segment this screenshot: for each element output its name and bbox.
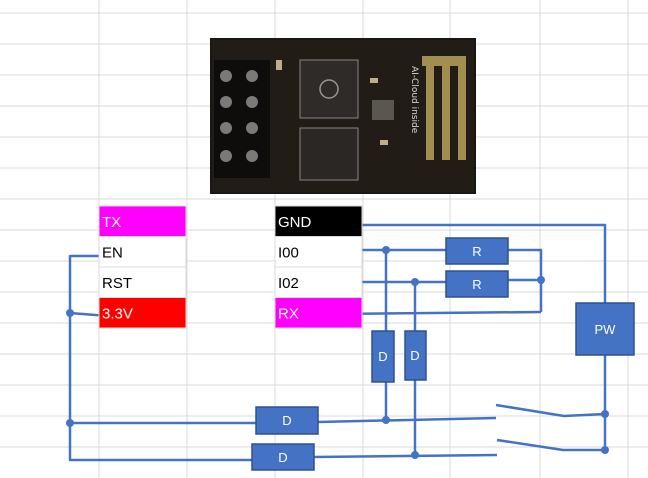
- smd-component: [370, 78, 378, 83]
- pin-label-rx: RX: [278, 306, 299, 323]
- pin-label-gnd: GND: [278, 214, 312, 231]
- diode-horizontal-1-label: D: [282, 413, 291, 428]
- wire-en-left-rail: [68, 254, 252, 462]
- junction-dot: [601, 446, 609, 454]
- header-pin: [246, 150, 258, 162]
- diode-vertical-2-label: D: [410, 348, 419, 363]
- resistor-2: R: [445, 270, 509, 298]
- diode-vertical-1: D: [371, 330, 395, 383]
- pin-cell-gnd: [274, 205, 363, 237]
- junctions: [66, 246, 609, 459]
- smd-component: [276, 60, 282, 70]
- pin-label-tx: TX: [102, 214, 121, 231]
- pin-cell-i02: [274, 266, 363, 298]
- pin-label-33v: 3.3V: [102, 306, 133, 323]
- diode-vertical-1-label: D: [378, 349, 387, 364]
- pin-cell-i00: [274, 236, 363, 268]
- pin-label-i00: I00: [278, 245, 299, 262]
- pin-label-i02: I02: [278, 275, 299, 292]
- junction-dot: [411, 278, 419, 286]
- header-pin: [246, 122, 258, 134]
- diode-vertical-2: D: [404, 330, 427, 381]
- wire-resistor-1-to-bus: [508, 248, 543, 312]
- smd-component: [380, 140, 388, 145]
- pin-cell-rst: [98, 266, 187, 298]
- pin-cell-33v: [98, 297, 187, 329]
- power-supply: PW: [575, 302, 635, 356]
- push-switch-2: [496, 438, 605, 452]
- junction-dot: [382, 416, 390, 424]
- junction-dot: [411, 451, 419, 459]
- pin-cell-tx: [98, 205, 187, 237]
- module-header-pins: [214, 60, 270, 178]
- diode-horizontal-2-label: D: [278, 450, 287, 465]
- junction-dot: [66, 309, 74, 317]
- module-board-label: AI-Cloud inside: [409, 66, 419, 134]
- diode-horizontal-1: D: [255, 406, 319, 435]
- header-pin: [220, 96, 232, 108]
- espressif-logo: [319, 79, 339, 99]
- header-pin: [246, 96, 258, 108]
- crystal-component: [372, 100, 394, 120]
- resistor-2-label: R: [472, 277, 481, 292]
- junction-dot: [601, 410, 609, 418]
- diode-horizontal-2: D: [251, 443, 315, 471]
- wire-rx-to-bus: [329, 310, 542, 316]
- esp01-module-image: AI-Cloud inside: [210, 38, 476, 194]
- pin-label-rst: RST: [102, 275, 132, 292]
- pin-label-en: EN: [102, 245, 123, 262]
- resistor-1-label: R: [472, 244, 481, 259]
- wires: [68, 223, 607, 462]
- push-switch-1: [495, 403, 606, 418]
- pin-cell-en: [98, 236, 187, 268]
- wire-diode-h2-to-switch-2: [313, 453, 498, 459]
- junction-dot: [66, 419, 74, 427]
- power-supply-label: PW: [595, 322, 617, 337]
- wire-diode-h1-to-switch-1: [317, 416, 497, 424]
- junction-dot: [382, 246, 390, 254]
- resistor-1: R: [445, 237, 509, 265]
- pin-cell-rx: [274, 297, 363, 329]
- pin-labels-left: TX EN RST 3.3V: [98, 205, 187, 329]
- wire-gnd-to-power: [322, 223, 607, 303]
- pcb-antenna: [422, 56, 466, 160]
- junction-dot: [537, 276, 545, 284]
- flash-chip: [299, 127, 359, 181]
- esp-chip: [299, 59, 359, 119]
- header-pin: [220, 122, 232, 134]
- header-pin: [220, 150, 232, 162]
- header-pin: [246, 70, 258, 82]
- header-pin: [220, 70, 232, 82]
